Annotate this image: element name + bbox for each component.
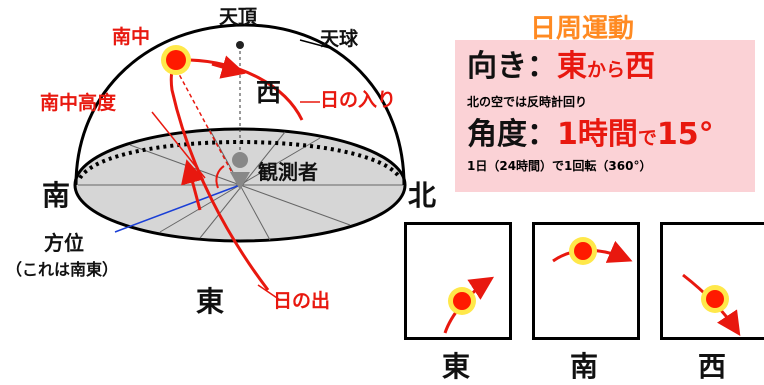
- angle-label: 角度：: [467, 117, 557, 152]
- info-box: 向き：東から西 北の空では反時計回り 角度：1時間で15° 1日（24時間）で1…: [455, 40, 755, 192]
- panel-east-sun: [453, 292, 471, 310]
- angle-de: で: [637, 127, 657, 149]
- zenith-point: [236, 41, 244, 49]
- culmination-altitude-leader: [151, 111, 206, 179]
- panel-east: [404, 222, 512, 340]
- sun-path-arrow-west: [211, 55, 246, 79]
- angle-time: 1時間: [557, 117, 638, 152]
- east-label: 東: [196, 285, 225, 318]
- panel-south-label: 南: [570, 350, 599, 383]
- culmination-altitude-label: 南中高度: [40, 92, 117, 114]
- panel-west-graphic: [682, 273, 741, 336]
- celestial-sphere-leader: [299, 39, 331, 49]
- sunrise-leader: [257, 284, 281, 301]
- sunset-label: 日の入り: [320, 89, 397, 111]
- altitude-angle-arc: [215, 165, 225, 189]
- sun: [166, 50, 186, 70]
- altitude-line: [172, 62, 237, 181]
- observer-label: 観測者: [258, 160, 318, 184]
- panel-south-graphic: [552, 237, 633, 265]
- azimuth-label: 方位: [44, 231, 84, 255]
- direction-label: 向き：: [467, 49, 557, 84]
- sun-path-upper: [189, 58, 304, 121]
- horizon-back: [78, 140, 402, 180]
- diurnal-motion-title: 日周運動: [530, 14, 635, 44]
- direction-note: 北の空では反時計回り: [467, 95, 588, 109]
- panel-west: [660, 222, 764, 340]
- sunrise-label: 日の出: [273, 290, 331, 312]
- azimuth-note: （これは南東）: [6, 260, 119, 279]
- west-label: 西: [256, 78, 282, 107]
- panel-east-graphic: [443, 276, 495, 334]
- north-label: 北: [408, 179, 437, 212]
- south-label: 南: [42, 179, 71, 212]
- direction-from: 東: [557, 49, 587, 84]
- observer-figure: [230, 152, 250, 190]
- panel-south-sun: [574, 242, 592, 260]
- dome-outline: [74, 23, 406, 186]
- direction-to: 西: [625, 49, 656, 84]
- azimuth-line: [114, 184, 241, 233]
- panel-east-label: 東: [442, 350, 471, 383]
- direction-line: 向き：東から西: [467, 52, 655, 82]
- sun-path-arrow-up: [181, 159, 205, 211]
- angle-line: 角度：1時間で15°: [467, 120, 714, 150]
- celestial-sphere-label: 天球: [320, 28, 359, 50]
- angle-note: 1日（24時間）で1回転（360°）: [467, 159, 652, 173]
- celestial-sphere-diagram: [73, 23, 407, 301]
- zenith-label: 天頂: [219, 6, 258, 28]
- culmination-label: 南中: [112, 26, 151, 48]
- panel-south: [532, 222, 640, 340]
- panel-west-label: 西: [698, 350, 727, 383]
- angle-value: 15°: [656, 117, 714, 152]
- direction-kara: から: [587, 59, 626, 81]
- panel-west-sun: [706, 290, 724, 308]
